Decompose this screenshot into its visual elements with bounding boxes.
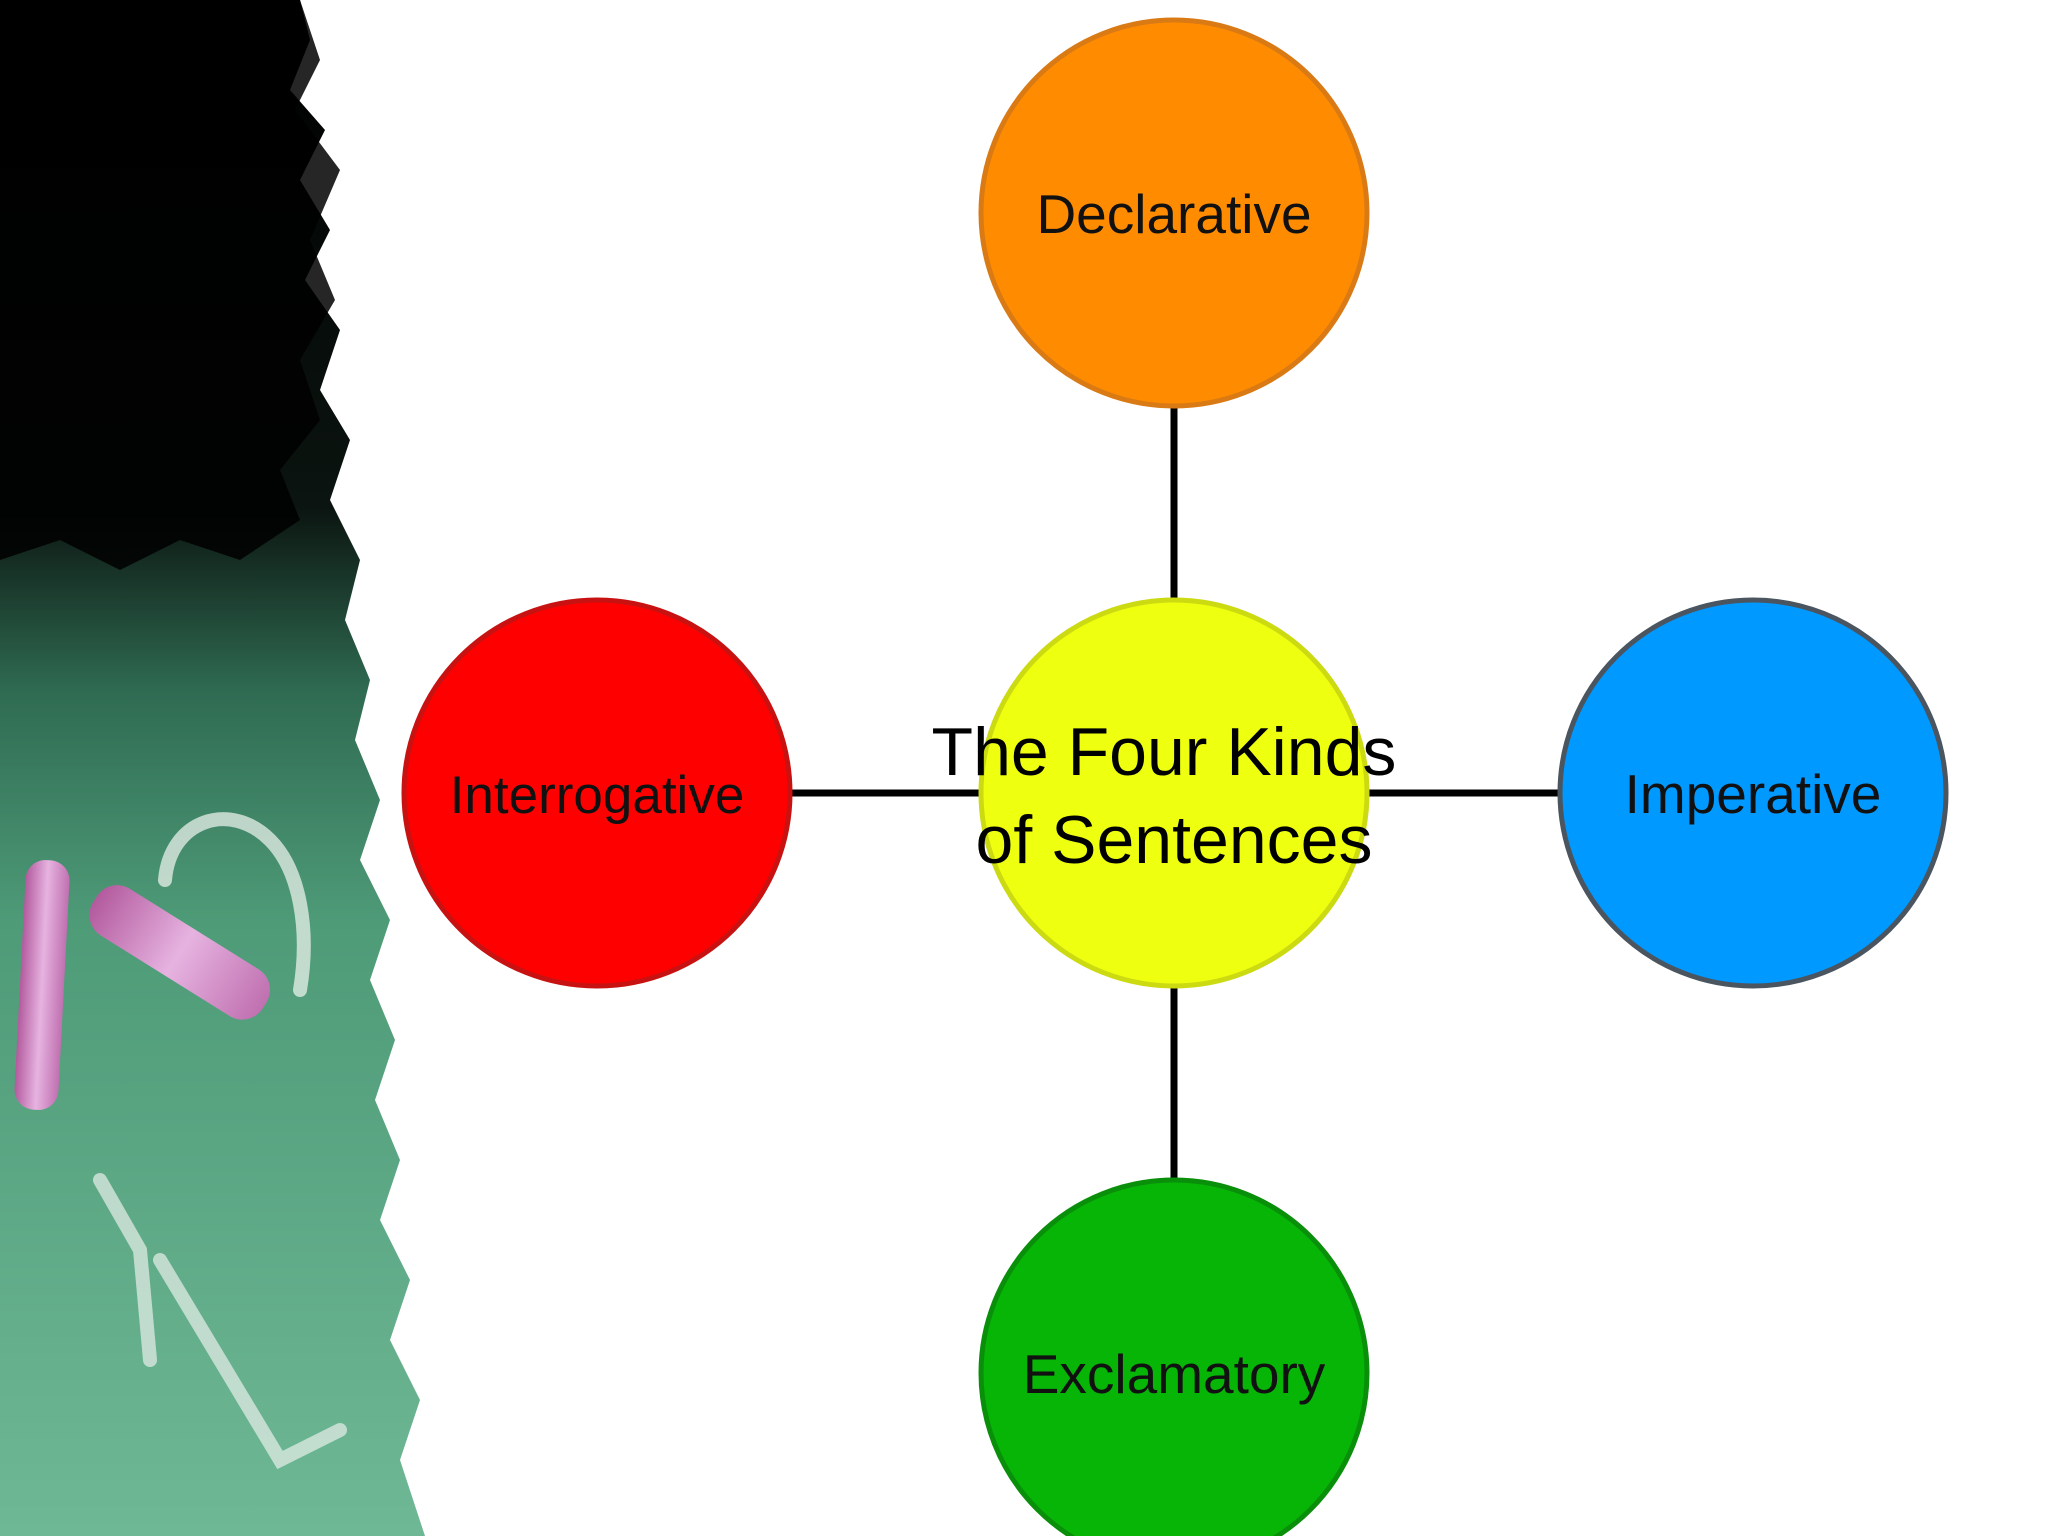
center-title-line-1: The Four Kinds [932,714,1397,790]
chalkboard-background [0,0,425,1536]
node-exclamatory[interactable]: Exclamatory [978,1177,1370,1536]
chalk-stick-tilted [89,885,271,1020]
node-declarative[interactable]: Declarative [978,17,1370,409]
node-center[interactable]: The Four Kinds of Sentences [932,597,1397,989]
node-exclamatory-circle [978,1177,1370,1536]
node-interrogative-label: Interrogative [450,766,745,825]
center-title-line-2: of Sentences [976,802,1373,878]
chalk-scribble-top [158,812,311,997]
chalk-scribble-bottom [93,1173,347,1470]
node-declarative-label: Declarative [1036,183,1311,245]
node-interrogative-circle [401,597,793,989]
node-exclamatory-label: Exclamatory [1023,1343,1326,1405]
node-imperative[interactable]: Imperative [1557,597,1949,989]
node-interrogative[interactable]: Interrogative [401,597,793,989]
node-imperative-label: Imperative [1625,763,1882,825]
node-imperative-circle [1557,597,1949,989]
node-center-circle [978,597,1370,989]
dark-brush-edge [0,0,340,570]
chalk-stick-upright [14,860,70,1110]
node-declarative-circle [978,17,1370,409]
connectors [790,404,1560,1180]
